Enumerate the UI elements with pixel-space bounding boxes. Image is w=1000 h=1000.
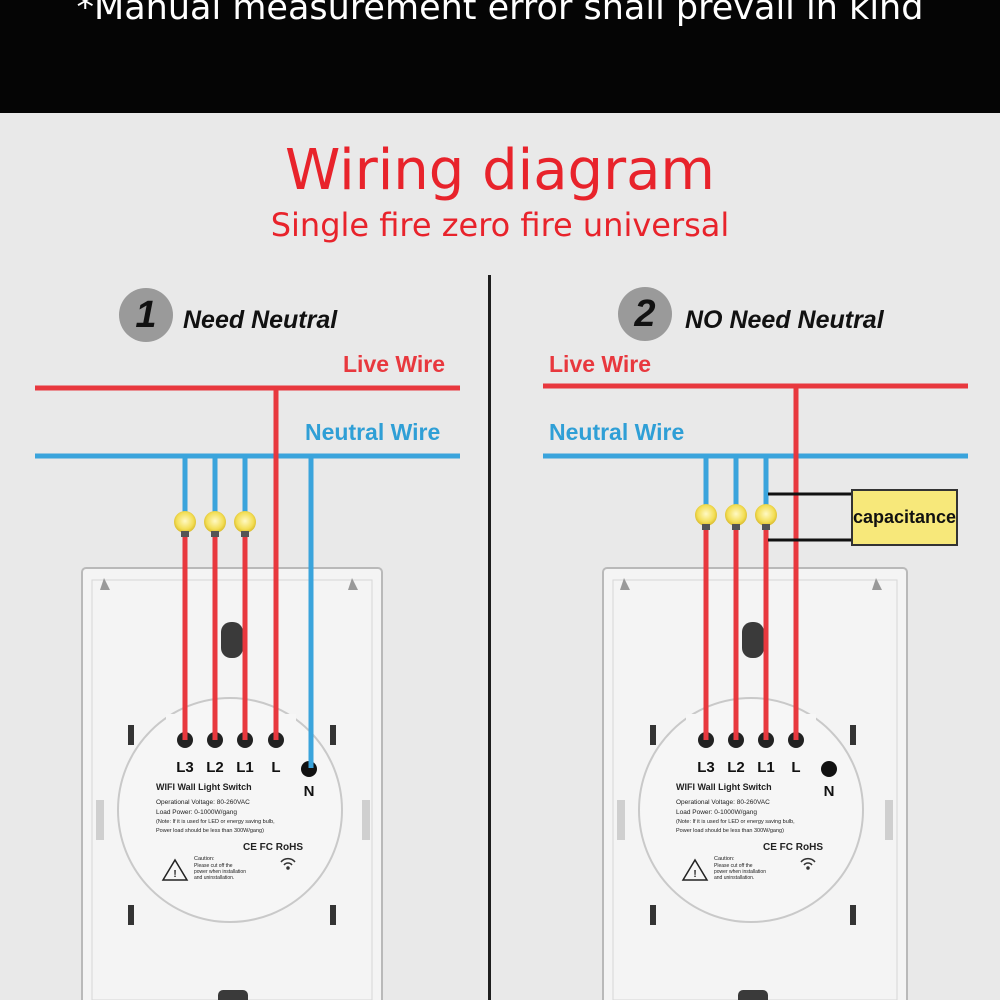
panel-2-caution-line: Please cut off the xyxy=(714,863,753,869)
panel-1-mount-slot-bottom xyxy=(218,990,248,1000)
panel-1-note2-text: Power load should be less than 300W/gang… xyxy=(156,828,264,834)
svg-text:!: ! xyxy=(693,869,696,880)
panel-2-mount-slot-bottom xyxy=(738,990,768,1000)
panel-divider xyxy=(488,275,491,1000)
panel-1-number-badge: 1 xyxy=(119,288,173,342)
panel-1-terminal-label: L3 xyxy=(176,759,194,776)
panel-1-caution-line: Please cut off the xyxy=(194,863,233,869)
panel-1-neutral-wire-label: Neutral Wire xyxy=(305,419,441,445)
panel-2-neutral-terminal-label: N xyxy=(824,783,835,800)
diagram-subtitle: Single fire zero fire universal xyxy=(270,206,730,244)
banner-text: *Manual measurement error shall prevail … xyxy=(76,0,924,28)
panel-2-warning-icon xyxy=(681,858,709,881)
panel-2-bulb-icon xyxy=(725,504,747,526)
panel-1-note-text: (Note: If it is used for LED or energy s… xyxy=(156,819,275,825)
panel-2-caution-title: Caution: xyxy=(714,856,735,862)
panel-1-wiring xyxy=(35,385,460,768)
capacitor-label: capacitance xyxy=(852,507,957,527)
panel-2-terminal-label: L1 xyxy=(757,759,775,776)
panel-2-terminal-label: L2 xyxy=(727,759,745,776)
panel-1-module xyxy=(117,697,343,923)
capacitor-box: capacitance xyxy=(851,489,958,546)
panel-2-note2-text: Power load should be less than 300W/gang… xyxy=(676,828,784,834)
panel-1-terminal-label: L1 xyxy=(236,759,254,776)
panel-1-bulb-icon xyxy=(204,511,226,533)
panel-2-note-text: (Note: If it is used for LED or energy s… xyxy=(676,819,795,825)
panel-1-bulb-icon xyxy=(174,511,196,533)
panel-1-terminal-label: L2 xyxy=(206,759,224,776)
panel-2-wiring xyxy=(543,383,968,740)
top-banner: *Manual measurement error shall prevail … xyxy=(0,0,1000,113)
panel-2-product-name: WIFI Wall Light Switch xyxy=(676,782,772,792)
panel-2-voltage-text: Operational Voltage: 80-260VAC xyxy=(676,799,770,806)
panel-2-caution-line: and uninstallation. xyxy=(714,875,754,881)
panel-1-title: Need Neutral xyxy=(183,306,338,334)
panel-1-wifi-icon xyxy=(280,857,296,870)
panel-1-load-text: Load Power: 0-1000W/gang xyxy=(156,809,237,816)
panel-2-title: NO Need Neutral xyxy=(685,306,884,334)
panel-2-live-wire-label: Live Wire xyxy=(549,351,652,377)
panel-2-mount-slot-top xyxy=(742,622,764,658)
panel-1-mount-slot-top xyxy=(221,622,243,658)
panel-2-terminal-label: L3 xyxy=(697,759,715,776)
panel-1-cert-marks: CE FC RoHS xyxy=(243,842,303,853)
panel-2-terminal-label: L xyxy=(791,759,800,776)
panel-2-neutral-wire-label: Neutral Wire xyxy=(549,419,685,445)
panel-2-bulb-icon xyxy=(695,504,717,526)
panel-1-bulb-icon xyxy=(234,511,256,533)
panel-2-number-badge: 2 xyxy=(618,287,672,341)
panel-2-cert-marks: CE FC RoHS xyxy=(763,842,823,853)
panel-1-voltage-text: Operational Voltage: 80-260VAC xyxy=(156,799,250,806)
panel-2-bulb-icon xyxy=(755,504,777,526)
panel-1-caution-line: power when installation xyxy=(194,869,246,875)
panel-2-wifi-icon xyxy=(800,857,816,870)
panel-1-terminal-label: L xyxy=(271,759,280,776)
panel-1-caution-line: and uninstallation. xyxy=(194,875,234,881)
panel-1-warning-icon xyxy=(161,858,189,881)
panel-1-live-wire-label: Live Wire xyxy=(343,351,446,377)
panel-2-caution-line: power when installation xyxy=(714,869,766,875)
panel-2-load-text: Load Power: 0-1000W/gang xyxy=(676,809,757,816)
panel-1-neutral-terminal-label: N xyxy=(304,783,315,800)
panel-1-product-name: WIFI Wall Light Switch xyxy=(156,782,252,792)
panel-1-caution-title: Caution: xyxy=(194,856,215,862)
diagram-title: Wiring diagram xyxy=(285,138,715,203)
svg-text:!: ! xyxy=(173,869,176,880)
